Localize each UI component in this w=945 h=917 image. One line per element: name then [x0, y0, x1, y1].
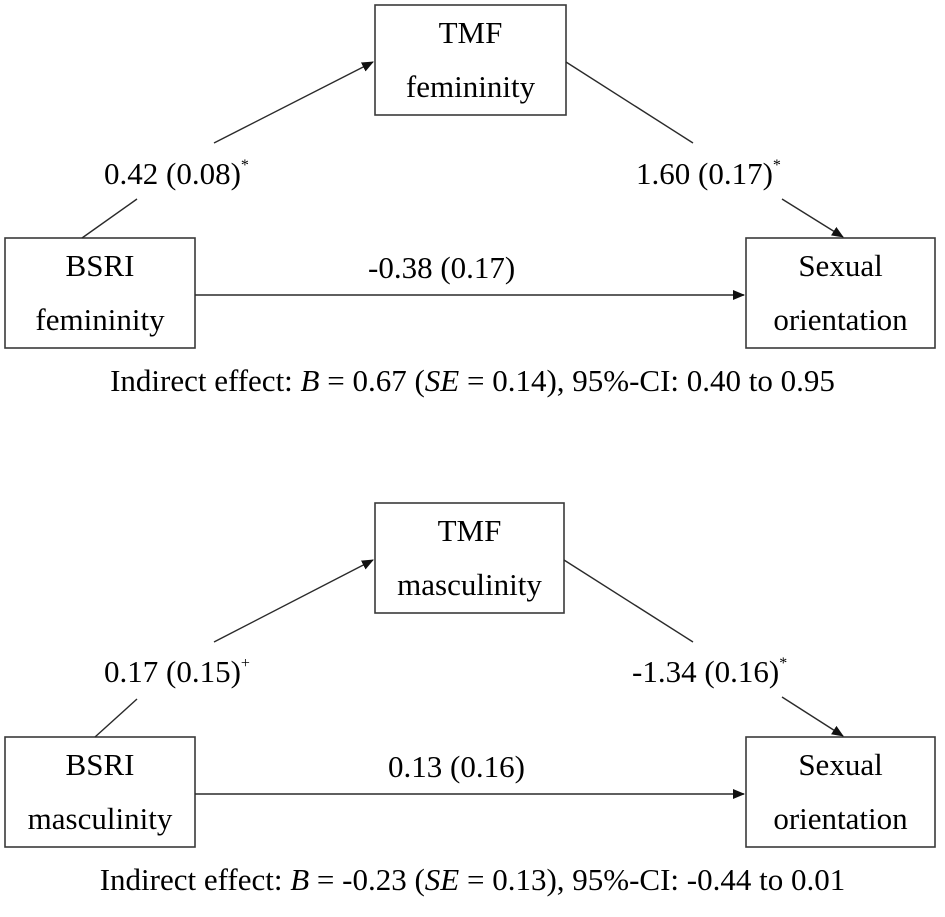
- path-b-value: 1.60 (0.17): [636, 156, 773, 191]
- predictor-label-line1: BSRI: [65, 747, 135, 782]
- path-b-coefficient: 1.60 (0.17)*: [636, 156, 781, 191]
- path-b-segment-upper: [565, 61, 694, 144]
- significance-marker: +: [240, 655, 250, 672]
- outcome-label-line2: orientation: [773, 302, 908, 337]
- path-a-arrow: [213, 559, 374, 643]
- mediator-label-line2: masculinity: [397, 567, 542, 602]
- predictor-label: BSRI masculinity: [5, 749, 195, 834]
- mediator-label-line1: TMF: [438, 15, 503, 50]
- path-c-value: -0.38 (0.17): [368, 250, 516, 285]
- path-a-coefficient: 0.42 (0.08)*: [104, 156, 249, 191]
- path-b-arrow: [781, 696, 844, 737]
- indirect-effect-text: Indirect effect: B = 0.67 (SE = 0.14), 9…: [0, 363, 945, 399]
- path-b-coefficient: -1.34 (0.16)*: [632, 654, 788, 689]
- indirect-effect-text: Indirect effect: B = -0.23 (SE = 0.13), …: [0, 862, 945, 898]
- predictor-label: BSRI femininity: [5, 250, 195, 335]
- significance-marker: *: [772, 157, 781, 174]
- b-value: = 0.67 (: [319, 363, 425, 398]
- mediator-label-line1: TMF: [437, 513, 502, 548]
- predictor-label-line2: femininity: [35, 302, 165, 337]
- indirect-prefix: Indirect effect:: [110, 363, 301, 398]
- mediator-box: [374, 502, 565, 614]
- diagram-masculinity: [4, 502, 936, 848]
- predictor-box: [4, 237, 196, 349]
- predictor-label-line1: BSRI: [65, 248, 135, 283]
- se-symbol: SE: [424, 862, 460, 897]
- path-b-segment-upper: [563, 559, 694, 643]
- outcome-label-line2: orientation: [773, 801, 908, 836]
- significance-marker: *: [779, 655, 788, 672]
- path-a-arrow: [213, 61, 374, 144]
- b-symbol: B: [300, 363, 320, 398]
- outcome-label-line1: Sexual: [798, 248, 883, 283]
- b-value: = -0.23 (: [309, 862, 425, 897]
- outcome-label: Sexual orientation: [746, 250, 935, 335]
- path-a-segment-lower: [81, 198, 138, 239]
- mediator-label-line2: femininity: [405, 69, 536, 104]
- outcome-box: [745, 736, 936, 848]
- se-symbol: SE: [424, 363, 460, 398]
- predictor-label-line2: masculinity: [27, 801, 173, 836]
- path-a-segment-lower: [94, 698, 138, 738]
- diagram-femininity: [4, 4, 936, 349]
- indirect-prefix: Indirect effect:: [99, 862, 291, 897]
- path-c-coefficient: -0.38 (0.17): [368, 252, 515, 283]
- b-symbol: B: [290, 862, 310, 897]
- mediator-label: TMF masculinity: [375, 515, 564, 600]
- path-c-coefficient: 0.13 (0.16): [388, 751, 525, 782]
- path-c-value: 0.13 (0.16): [388, 749, 525, 784]
- predictor-box: [4, 736, 196, 848]
- se-and-ci-value: = 0.14), 95%-CI: 0.40 to 0.95: [459, 363, 835, 398]
- se-and-ci-value: = 0.13), 95%-CI: -0.44 to 0.01: [459, 862, 846, 897]
- path-a-value: 0.17 (0.15): [104, 654, 241, 689]
- outcome-label: Sexual orientation: [746, 749, 935, 834]
- path-b-arrow: [781, 198, 844, 238]
- mediator-label: TMF femininity: [375, 17, 566, 102]
- path-a-coefficient: 0.17 (0.15)+: [104, 654, 250, 689]
- outcome-label-line1: Sexual: [798, 747, 883, 782]
- mediator-box: [374, 4, 567, 116]
- outcome-box: [745, 237, 936, 349]
- path-a-value: 0.42 (0.08): [104, 156, 241, 191]
- path-b-value: -1.34 (0.16): [632, 654, 780, 689]
- significance-marker: *: [240, 157, 249, 174]
